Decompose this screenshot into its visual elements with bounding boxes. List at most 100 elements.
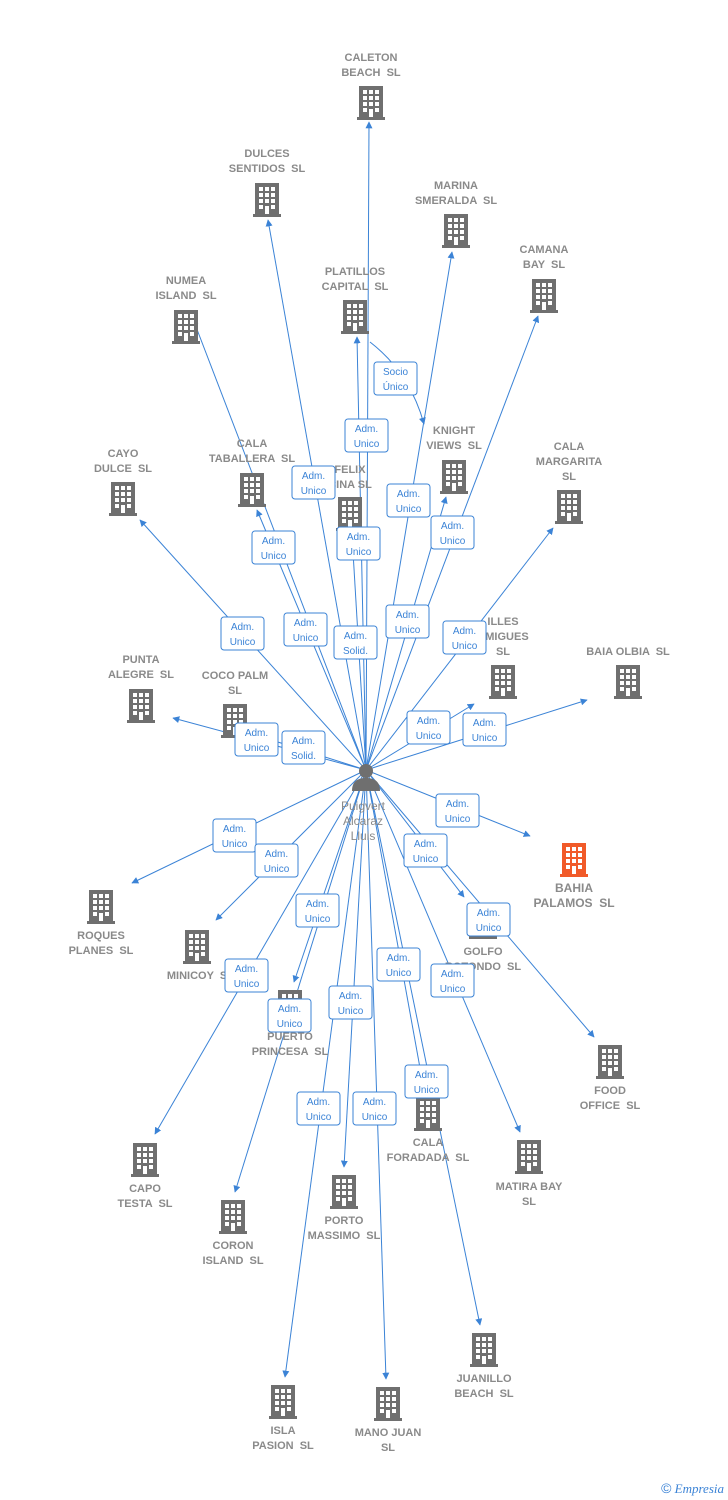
edge-label-juanillo[interactable]: Adm.Unico xyxy=(404,1064,449,1099)
edge-label-isla[interactable]: Adm.Unico xyxy=(296,1091,341,1126)
building-icon xyxy=(596,1045,624,1079)
edge-label-cayo[interactable]: Adm.Unico xyxy=(220,616,265,651)
edge-label-line-1: Adm. xyxy=(397,489,420,500)
company-label-line-2: ISLAND SL xyxy=(155,290,216,302)
edge-label-caleton[interactable]: Adm.Unico xyxy=(344,418,389,453)
edge-label-box xyxy=(430,963,475,998)
edge-label-capo[interactable]: Adm.Unico xyxy=(224,958,269,993)
edge-label-line-1: Adm. xyxy=(453,626,476,637)
company-label-line-2: BEACH SL xyxy=(341,67,401,79)
edge-person-to-juanillo xyxy=(365,769,483,1326)
company-label-line-2: BEACH SL xyxy=(454,1388,514,1400)
edge-label-golfo[interactable]: Adm. Unico xyxy=(403,833,448,868)
person-node[interactable]: Puigvert Alcaraz Lluis xyxy=(341,764,386,843)
edge-label-baiaolbia[interactable]: Adm.Unico xyxy=(462,712,507,747)
edge-label-camana[interactable]: Adm.Unico xyxy=(430,515,475,550)
edge-label-calatab[interactable]: Adm.Unico xyxy=(283,612,328,647)
edge-label-matira[interactable]: Adm. Unico xyxy=(430,963,475,998)
edge-label-line-2: Unico xyxy=(413,854,439,865)
building-icon xyxy=(374,1387,402,1421)
edge-label-box xyxy=(385,604,430,639)
edge-label-illes[interactable]: Adm.Unico xyxy=(406,710,451,745)
edge-label-knight[interactable]: Adm.Unico xyxy=(385,604,430,639)
edge-label-dulces[interactable]: Adm.Unico xyxy=(291,465,336,500)
credit-watermark: © Empresia xyxy=(661,1480,724,1497)
edge-label-line-1: Adm. xyxy=(231,622,254,633)
edge-label-box xyxy=(212,818,257,853)
company-label-line-1: PUERTO xyxy=(267,1031,313,1043)
edge-label-line-2: Unico xyxy=(346,547,372,558)
edge-label-line-1: Adm. xyxy=(414,839,437,850)
building-icon xyxy=(357,86,385,120)
company-label-line-2: FORADADA SL xyxy=(387,1152,470,1164)
edge-label-numea[interactable]: Adm.Unico xyxy=(251,530,296,565)
edge-label-manojuan[interactable]: Adm.Unico xyxy=(352,1091,397,1126)
edge-label-roques[interactable]: Adm.Unico xyxy=(212,818,257,853)
edge-label-cocopalm[interactable]: Adm.Solid. xyxy=(281,730,326,765)
edge-label-bahia[interactable]: Adm.Unico xyxy=(435,793,480,828)
edge-person-to-puerto xyxy=(292,769,367,983)
company-label-line-1: CAMANA xyxy=(520,244,569,256)
company-label-line-2: PRINCESA SL xyxy=(252,1046,329,1058)
edge-label-box xyxy=(386,483,431,518)
edge-label-calafor[interactable]: Adm.Unico xyxy=(376,947,421,982)
edge-label-line-2: Unico xyxy=(261,551,287,562)
edge-label-porto[interactable]: Adm.Unico xyxy=(328,985,373,1020)
building-icon xyxy=(172,310,200,344)
edge-label-line-1: Adm. xyxy=(441,969,464,980)
edge-person-to-porto xyxy=(340,769,367,1168)
edge-label-line-2: Unico xyxy=(305,914,331,925)
company-label-line-3: SL xyxy=(562,471,576,483)
edge-label-coron[interactable]: Adm.Unico xyxy=(267,998,312,1033)
edge-label-marina[interactable]: Adm.Unico xyxy=(386,483,431,518)
edge-label-felix[interactable]: Adm.Unico xyxy=(336,526,381,561)
company-node-puerto[interactable]: PUERTO PRINCESA SL xyxy=(252,990,329,1058)
edge-label-puerto[interactable]: Adm.Unico xyxy=(295,893,340,928)
building-icon xyxy=(253,183,281,217)
edge-label-line-2: Unico xyxy=(277,1019,303,1030)
edge-label-line-2: Unico xyxy=(440,984,466,995)
company-node-minicoy[interactable]: MINICOY S xyxy=(167,930,227,982)
company-node-baiaolbia[interactable]: BAIA OLBIA SL xyxy=(586,646,670,699)
edge-label-line-1: Adm. xyxy=(415,1070,438,1081)
person-name-line-3: Lluis xyxy=(351,829,376,843)
company-label-line-1: MANO JUAN xyxy=(355,1427,422,1439)
edge-label-box xyxy=(295,893,340,928)
edge-label-minicoy[interactable]: Adm.Unico xyxy=(254,843,299,878)
building-icon xyxy=(414,1097,442,1131)
edge-label-punta[interactable]: Adm.Unico xyxy=(234,722,279,757)
company-label-line-1: BAHIA xyxy=(555,881,593,895)
edge-label-box xyxy=(376,947,421,982)
person-name-line-2: Alcaraz xyxy=(343,814,383,828)
building-icon xyxy=(489,665,517,699)
edge-label-food[interactable]: Adm.Unico xyxy=(466,902,511,937)
edge-label-calamarg[interactable]: Adm.Unico xyxy=(442,620,487,655)
edge-label-platillos[interactable]: Adm.Solid. xyxy=(333,625,378,660)
